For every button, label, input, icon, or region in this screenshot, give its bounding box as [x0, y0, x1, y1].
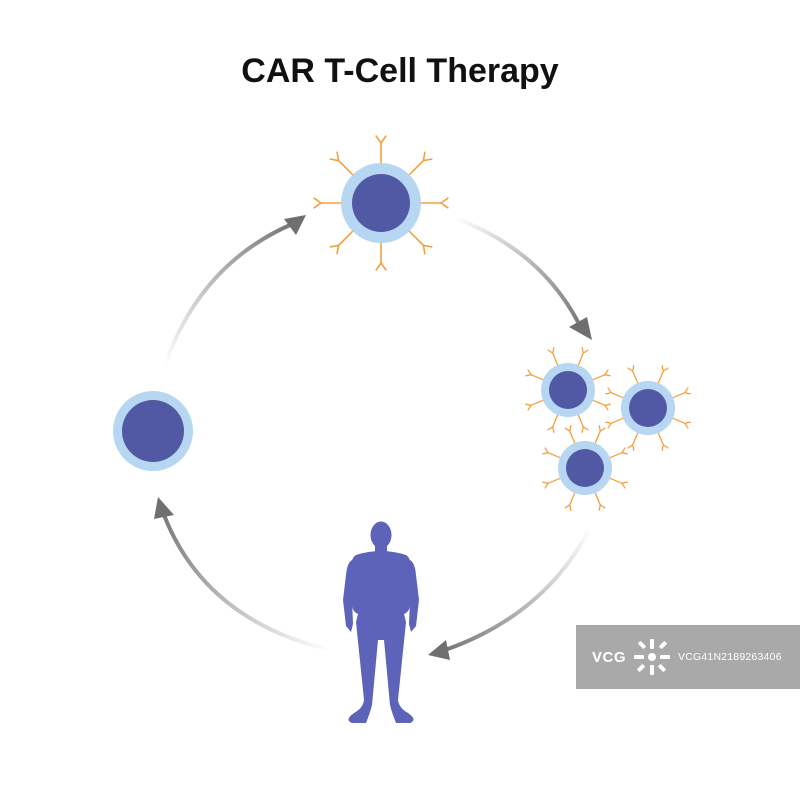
car-receptors: [605, 365, 691, 451]
car-receptors: [542, 425, 628, 511]
arrow-infusion: [428, 527, 592, 660]
expanded-car-t-cell: [525, 347, 611, 433]
expanded-car-t-cell: [605, 365, 691, 451]
watermark: VCG VCG41N2189263406: [576, 625, 800, 689]
cell-nucleus: [549, 371, 587, 409]
arrow-collection: [154, 497, 331, 652]
watermark-brand: VCG: [592, 648, 627, 666]
cell-nucleus: [566, 449, 604, 487]
patient-t-cell: [113, 391, 193, 471]
engineered-car-t-cell: [313, 135, 449, 271]
watermark-id: VCG41N2189263406: [678, 651, 782, 663]
car-receptors: [525, 347, 611, 433]
cell-nucleus: [352, 174, 410, 232]
page-title: CAR T-Cell Therapy: [241, 52, 559, 90]
arrow-engineering: [454, 216, 592, 340]
expanded-car-t-cell: [542, 425, 628, 511]
arrow-modification: [163, 215, 306, 366]
cell-nucleus: [629, 389, 667, 427]
patient-body-silhouette: [343, 521, 419, 723]
watermark-logo-icon: [634, 639, 671, 675]
car-receptors: [313, 135, 449, 271]
